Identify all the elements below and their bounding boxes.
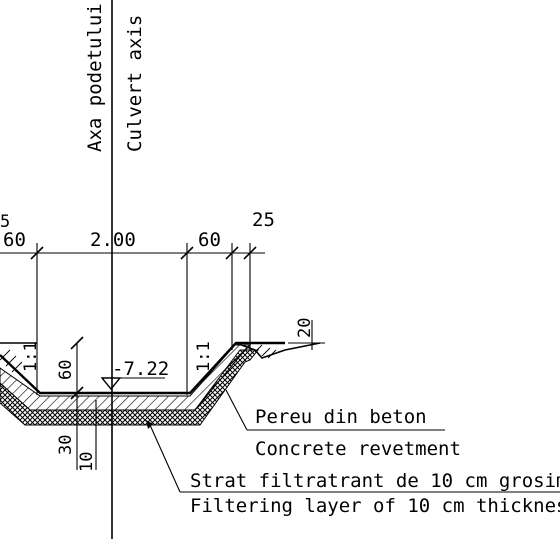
top-dimension-chain — [0, 243, 265, 395]
callout-filter-en: Filtering layer of 10 cm thickness — [190, 495, 560, 517]
filter-leader — [146, 420, 560, 493]
concrete-revetment — [0, 344, 252, 411]
dim-bottom-width: 2.00 — [90, 229, 136, 251]
right-bank-ground — [235, 342, 321, 359]
level-marker — [100, 377, 165, 391]
callout-filter-ro: Strat filtratrant de 10 cm grosime — [190, 470, 560, 492]
dim-right-edge: 25 — [252, 209, 275, 231]
slope-left: 1:1 — [21, 341, 41, 372]
dim-left-berm: 60 — [3, 229, 26, 251]
right-bank-hatch — [254, 344, 277, 359]
slope-right: 1:1 — [194, 341, 214, 372]
revetment-leader — [225, 389, 445, 431]
callout-revetment-en: Concrete revetment — [255, 438, 461, 460]
layer-dimensions — [76, 395, 97, 470]
left-bank-hatch — [0, 349, 23, 373]
callout-revetment-ro: Pereu din beton — [255, 406, 427, 428]
dim-depth: 60 — [56, 360, 76, 380]
level-elevation: -7.22 — [112, 358, 169, 380]
dim-right-height: 20 — [295, 318, 315, 338]
channel-bottom-outline — [0, 341, 285, 395]
axis-label-ro: Axa podetului — [84, 3, 106, 152]
axis-label-en: Culvert axis — [124, 15, 146, 152]
dim-layer-10: 10 — [77, 452, 97, 472]
dim-layer-30: 30 — [56, 435, 76, 455]
dim-right-berm: 60 — [198, 229, 221, 251]
right-height-dimension — [288, 320, 325, 350]
dim-left-partial: 5 — [0, 212, 10, 232]
depth-dimension — [70, 336, 84, 400]
